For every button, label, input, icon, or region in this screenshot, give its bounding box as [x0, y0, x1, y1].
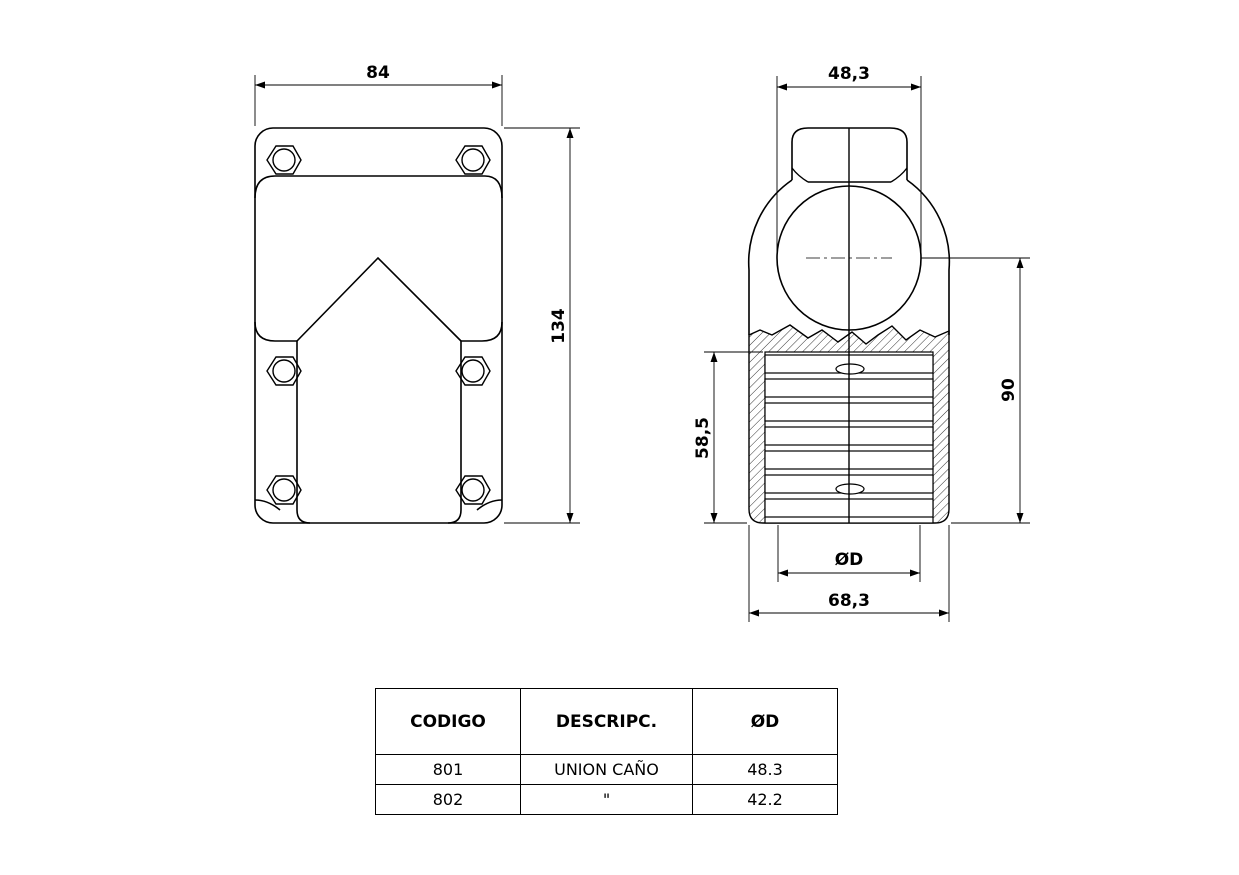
table-row: 802 " 42.2 — [375, 784, 838, 815]
side-view — [747, 127, 951, 524]
dim-label-top-width: 48,3 — [828, 64, 870, 84]
hex-nut-icon — [455, 475, 491, 505]
dim-label-bottom-width: 68,3 — [828, 591, 870, 611]
top-plate — [254, 175, 503, 199]
dim-height-134 — [504, 127, 580, 524]
cell-diameter: 48.3 — [692, 754, 838, 785]
dim-socket-58-5 — [704, 351, 763, 524]
dim-label-socket-depth: 58,5 — [693, 417, 713, 459]
table-row: 801 UNION CAÑO 48.3 — [375, 754, 838, 785]
v-line — [296, 256, 462, 342]
hex-nut-icon — [455, 145, 491, 175]
dim-top-48-3 — [776, 76, 922, 258]
front-view — [254, 127, 503, 524]
clamp-ring — [747, 179, 951, 335]
hex-nut-icon — [266, 356, 302, 386]
dim-label-diameter: ØD — [835, 550, 864, 570]
dim-width-84 — [254, 75, 503, 126]
cell-descripcion: " — [520, 784, 693, 815]
header-codigo: CODIGO — [375, 688, 521, 755]
dim-diameter — [748, 525, 950, 622]
lower-left-clamp — [296, 341, 311, 524]
front-outline — [254, 127, 503, 524]
dim-label-height: 134 — [549, 308, 569, 344]
hex-nut-icon — [266, 145, 302, 175]
lower-right-clamp — [447, 341, 462, 524]
hex-nut-icon — [455, 356, 491, 386]
table-header-row: CODIGO DESCRIPC. ØD — [375, 688, 838, 755]
upper-body-bottom — [254, 321, 297, 342]
cell-diameter: 42.2 — [692, 784, 838, 815]
spec-table: CODIGO DESCRIPC. ØD 801 UNION CAÑO 48.3 … — [375, 688, 838, 815]
hex-nut-icon — [266, 475, 302, 505]
dim-height-90 — [921, 257, 1030, 524]
cell-codigo: 802 — [375, 784, 521, 815]
header-descripcion: DESCRIPC. — [520, 688, 693, 755]
dim-label-width: 84 — [366, 63, 390, 83]
cell-codigo: 801 — [375, 754, 521, 785]
header-diameter: ØD — [692, 688, 838, 755]
cell-descripcion: UNION CAÑO — [520, 754, 693, 785]
dim-label-side-height: 90 — [999, 378, 1019, 402]
